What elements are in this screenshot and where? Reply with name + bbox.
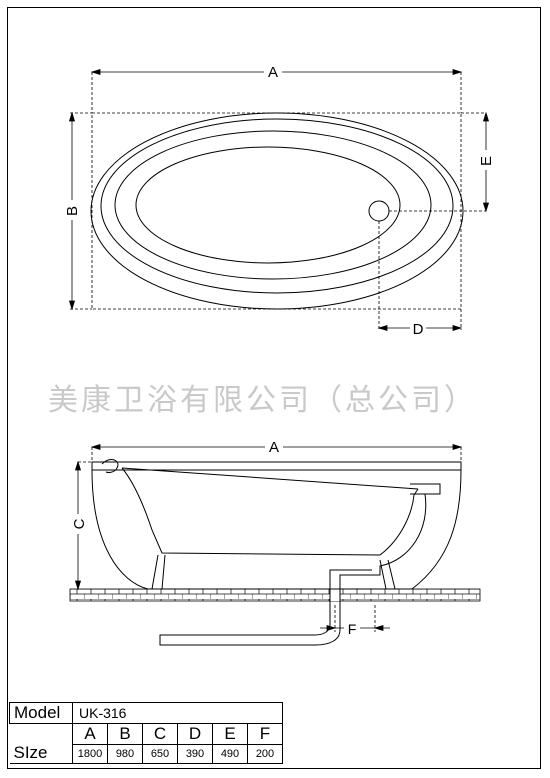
column-header-d: D <box>177 723 213 745</box>
size-value-a: 1800 <box>72 744 108 764</box>
company-watermark: 美康卫浴有限公司（总公司） <box>48 383 477 418</box>
size-value-f: 200 <box>247 744 283 764</box>
tub-basin-outer <box>114 130 432 280</box>
side-view-drawing: A C F <box>68 438 481 646</box>
tub-basin-inner <box>135 146 401 264</box>
label-dim-a-side: A <box>269 439 279 456</box>
column-header-f: F <box>247 723 283 745</box>
size-value-d: 390 <box>177 744 213 764</box>
drain-hole <box>368 200 390 222</box>
size-value-b: 980 <box>107 744 143 764</box>
label-dim-c: C <box>71 518 88 529</box>
column-header-c: C <box>142 723 178 745</box>
floor-brick-pattern <box>69 588 481 602</box>
tub-leg-left <box>151 554 166 590</box>
column-header-a: A <box>72 723 108 745</box>
tub-handle <box>101 459 119 473</box>
column-header-row: SIze A B C D E F <box>9 723 283 764</box>
tub-inner-basin <box>121 467 419 556</box>
spec-table: Model UK-316 SIze A B C D E F 1800 980 6… <box>9 702 283 764</box>
label-dim-e: E <box>478 156 495 166</box>
size-value-e: 490 <box>212 744 248 764</box>
label-dim-d: D <box>413 321 424 338</box>
label-dim-a-top: A <box>268 64 278 81</box>
top-view-drawing: A B E D <box>62 62 495 338</box>
model-row: Model UK-316 <box>9 702 283 724</box>
size-label: SIze <box>9 723 73 764</box>
size-value-c: 650 <box>142 744 178 764</box>
tub-apron-shell <box>91 469 462 590</box>
model-label: Model <box>9 702 73 724</box>
tub-outer-rim <box>90 112 464 310</box>
label-dim-f: F <box>348 621 357 637</box>
column-header-e: E <box>212 723 248 745</box>
model-value: UK-316 <box>72 702 283 724</box>
tub-rim-inner <box>100 118 454 294</box>
waste-pipe <box>159 493 427 646</box>
column-header-b: B <box>107 723 143 745</box>
label-dim-b: B <box>64 206 81 216</box>
tub-leg-right <box>379 559 396 590</box>
tub-rim-top <box>91 461 462 471</box>
size-values-row: 1800 980 650 390 490 200 <box>10 744 283 764</box>
sheet-border <box>7 7 541 769</box>
